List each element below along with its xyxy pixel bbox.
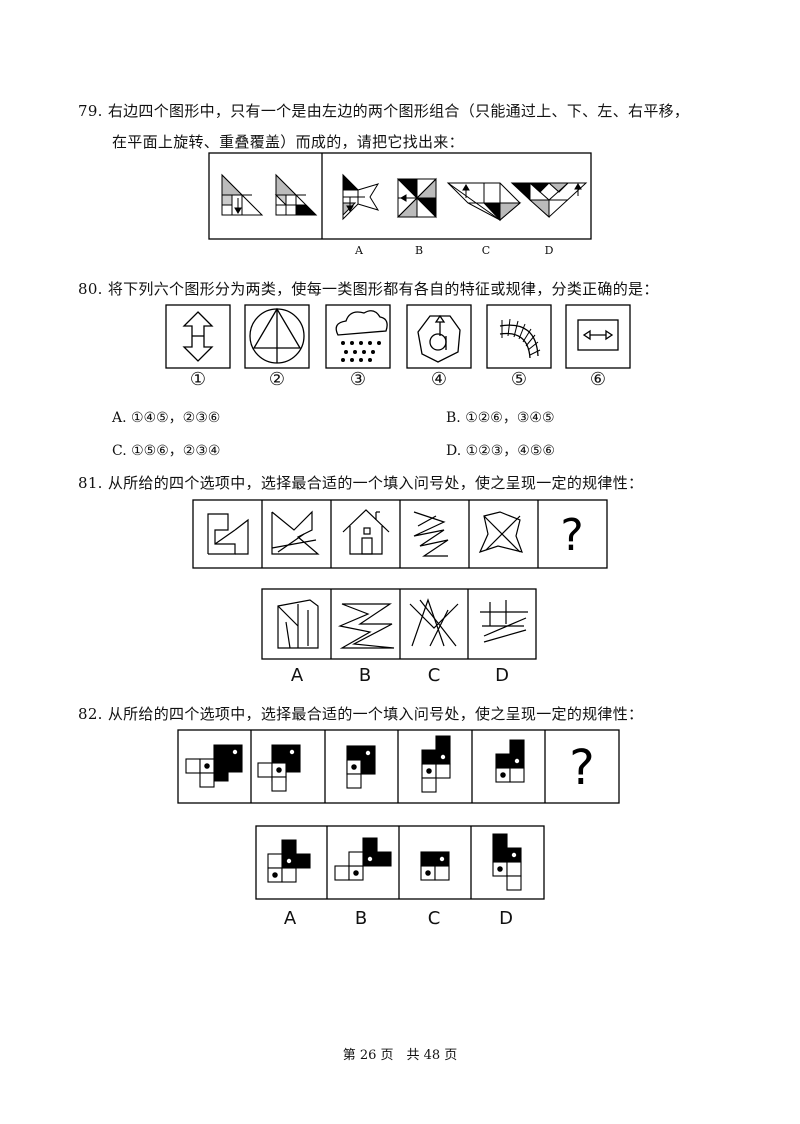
q80-figure-6-label: ⑥ [589,369,607,390]
q80-figure-1-label: ① [189,369,207,390]
q82-figure-5 [495,739,525,783]
q79-text-line1: 79. 右边四个图形中，只有一个是由左边的两个图形组合（只能通过上、下、左、右平… [78,102,690,120]
q79-option-b-label: B [414,244,424,257]
q80-figure-2-label: ② [268,369,286,390]
q81-option-b-label: B [358,665,372,686]
q81-option-c-figure [409,598,459,647]
q80-figure-1 [165,304,231,369]
q82-options-panel [255,825,545,900]
q79-option-c-label: C [481,244,491,257]
q79-option-d-figure [510,182,588,219]
q82-option-d-figure [492,833,522,891]
q82-option-b-label: B [354,908,368,929]
q81-option-c-label: C [427,665,441,686]
q80-figure-3 [325,304,391,369]
q81-question-mark: ? [560,510,583,561]
q82-option-c-figure [420,851,450,881]
q81-figure-1 [207,513,249,555]
q81-option-b-figure [337,603,395,649]
q81-option-a-label: A [290,665,304,686]
q80-figure-3-label: ③ [349,369,367,390]
q79-option-a-figure [342,173,380,221]
q80-option-d: D. ①②③，④⑤⑥ [446,443,555,459]
q79-source-shape-1 [221,173,264,216]
q80-figure-5 [486,304,552,369]
q81-option-a-figure [277,599,319,649]
q82-option-d-label: D [499,908,513,929]
q80-option-c: C. ①⑤⑥，②③④ [112,443,221,459]
q82-option-a-label: A [283,908,297,929]
q81-options-panel [261,588,537,660]
q80-figure-4 [406,304,472,369]
q81-option-d-figure [480,600,528,643]
q82-figure-2 [257,744,301,792]
q80-text-line1: 80. 将下列六个图形分为两类，使每一类图形都有各自的特征或规律，分类正确的是： [78,280,659,298]
q82-option-c-label: C [427,908,441,929]
q82-option-b-figure [334,837,392,881]
q80-figure-4-label: ④ [430,369,448,390]
q81-figure-2 [271,510,320,555]
q82-sequence-panel [177,729,620,804]
q82-figure-1 [185,744,243,788]
q82-figure-4 [421,735,451,793]
q81-figure-5 [478,511,523,553]
q81-text-line1: 81. 从所给的四个选项中，选择最合适的一个填入问号处，使之呈现一定的规律性： [78,474,644,492]
q82-figure-3 [346,745,376,789]
q79-source-shape-2 [274,173,318,216]
q81-figure-3 [342,509,390,555]
q79-option-b-figure [396,177,437,219]
q80-figure-6 [565,304,631,369]
q81-sequence-panel [192,499,608,569]
q79-figure-panel [208,152,592,240]
q79-text-line2: 在平面上旋转、重叠覆盖）而成的，请把它找出来： [112,133,464,151]
q81-option-d-label: D [495,665,509,686]
q81-figure-4 [413,511,449,557]
q82-question-mark: ? [569,740,594,796]
q82-text-line1: 82. 从所给的四个选项中，选择最合适的一个填入问号处，使之呈现一定的规律性： [78,705,644,723]
q79-option-a-label: A [355,244,363,257]
q80-figure-2 [244,304,310,369]
q80-option-b: B. ①②⑥，③④⑤ [446,410,555,426]
q79-option-c-figure [446,182,522,222]
q82-option-a-figure [267,839,311,883]
page-footer: 第 26 页 共 48 页 [342,1048,458,1063]
q80-option-a: A. ①④⑤，②③⑥ [112,410,221,426]
q79-option-d-label: D [544,244,554,257]
q80-figure-5-label: ⑤ [510,369,528,390]
